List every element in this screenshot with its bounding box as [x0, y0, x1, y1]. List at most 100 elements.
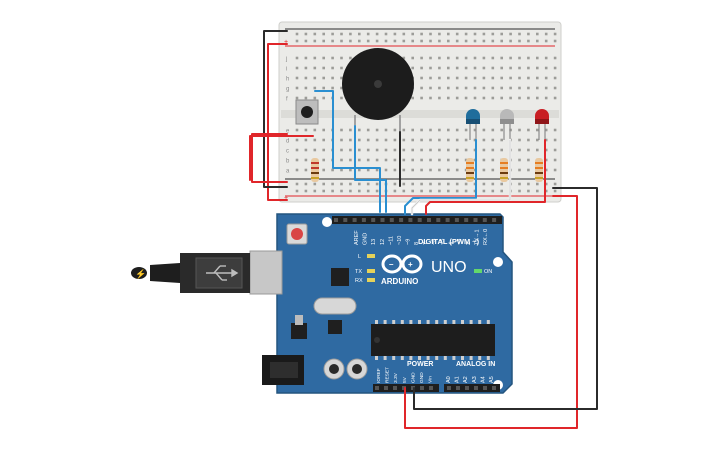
led-blue[interactable]: [466, 109, 480, 140]
power-pin-label: 3.3V: [393, 372, 399, 383]
breadboard-hole: [447, 182, 450, 186]
breadboard-hole: [447, 148, 450, 152]
header-pin: [389, 218, 394, 222]
breadboard-hole: [500, 138, 503, 142]
wire-blue-led[interactable]: [404, 139, 477, 215]
breadboard-hole: [313, 76, 317, 80]
breadboard-hole: [527, 96, 530, 100]
chip-leg: [375, 356, 378, 360]
reset-button-cap[interactable]: [291, 228, 303, 240]
breadboard-hole: [375, 189, 379, 193]
wire-blue-buzzer[interactable]: [354, 125, 387, 213]
resistor[interactable]: [466, 158, 474, 182]
wire-red-left-rail[interactable]: [267, 43, 288, 201]
chip-leg: [435, 356, 439, 360]
breadboard-hole: [544, 138, 548, 142]
wire-red-resistor[interactable]: [249, 135, 314, 181]
breadboard-hole: [429, 39, 432, 43]
breadboard-hole: [536, 148, 539, 152]
breadboard-hole: [295, 189, 299, 193]
breadboard-hole: [304, 39, 308, 43]
wire-red-5v[interactable]: [404, 195, 578, 429]
breadboard-hole: [295, 158, 299, 162]
breadboard-hole: [295, 182, 299, 186]
breadboard-hole: [313, 138, 317, 142]
breadboard-hole: [482, 168, 486, 172]
breadboard-hole: [411, 128, 414, 132]
breadboard-hole: [375, 168, 379, 172]
pushbutton[interactable]: [295, 99, 319, 125]
breadboard-hole: [553, 182, 557, 186]
breadboard-hole: [340, 66, 343, 70]
chip-leg: [383, 320, 387, 324]
header-pin: [482, 218, 487, 222]
wire-blue-button[interactable]: [314, 90, 381, 213]
breadboard-hole: [518, 39, 521, 43]
led-white[interactable]: [500, 109, 514, 140]
resistor[interactable]: [500, 158, 508, 182]
wire-red-button[interactable]: [251, 133, 288, 183]
wire-black-gnd[interactable]: [413, 187, 598, 410]
breadboard-hole: [527, 168, 530, 172]
breadboard-hole: [438, 148, 441, 152]
breadboard-hole: [304, 189, 308, 193]
breadboard-row-letter: h: [286, 77, 289, 83]
wire-black-left-rail[interactable]: [263, 30, 288, 188]
breadboard-hole: [420, 56, 423, 60]
breadboard-hole: [455, 39, 459, 43]
wire-red-led[interactable]: [425, 139, 546, 215]
breadboard-hole: [482, 39, 486, 43]
breadboard-row-letter: g: [286, 87, 289, 93]
breadboard-hole: [553, 76, 557, 80]
breadboard-hole: [482, 76, 486, 80]
breadboard-hole: [544, 189, 548, 193]
resistor[interactable]: [535, 158, 543, 182]
breadboard-hole: [553, 56, 557, 60]
wire-white-led-outline: [411, 139, 511, 215]
breadboard-hole: [447, 138, 450, 142]
breadboard-hole: [331, 189, 334, 193]
breadboard-hole: [500, 32, 503, 36]
header-pin: [447, 386, 451, 390]
breadboard-hole: [358, 39, 361, 43]
header-pin: [483, 386, 487, 390]
chip-leg: [435, 320, 439, 324]
breadboard-hole: [438, 96, 441, 100]
breadboard-hole: [509, 56, 512, 60]
led-red[interactable]: [535, 109, 549, 140]
digital-pin-label: ~5: [440, 239, 446, 245]
breadboard-hole: [313, 86, 317, 90]
analog-pin-label: A2: [463, 376, 469, 383]
breadboard-hole: [544, 56, 548, 60]
breadboard-hole: [429, 168, 432, 172]
power-label: POWER: [407, 361, 433, 368]
breadboard-hole: [500, 66, 503, 70]
breadboard-hole: [411, 138, 414, 142]
breadboard-hole: [304, 96, 308, 100]
breadboard-hole: [455, 189, 459, 193]
breadboard-hole: [464, 138, 468, 142]
breadboard-hole: [304, 148, 308, 152]
breadboard-hole: [331, 66, 334, 70]
digital-pin-holes: [334, 218, 497, 222]
analog-header: [444, 384, 500, 392]
breadboard-hole: [384, 39, 388, 43]
resistor[interactable]: [311, 158, 319, 182]
breadboard-hole: [544, 148, 548, 152]
breadboard-hole: [464, 86, 468, 90]
breadboard-hole: [420, 32, 423, 36]
power-led: [474, 269, 482, 273]
breadboard-hole: [438, 66, 441, 70]
breadboard-hole: [393, 168, 397, 172]
pushbutton-cap: [301, 106, 313, 118]
chip-leg: [452, 320, 456, 324]
breadboard-hole: [304, 76, 308, 80]
breadboard-hole: [340, 168, 343, 172]
breadboard-hole: [366, 158, 370, 162]
breadboard-hole: [340, 39, 343, 43]
usb-connector[interactable]: [249, 250, 283, 295]
breadboard-hole: [518, 56, 521, 60]
breadboard-hole: [322, 86, 325, 90]
header-pin: [384, 386, 388, 390]
